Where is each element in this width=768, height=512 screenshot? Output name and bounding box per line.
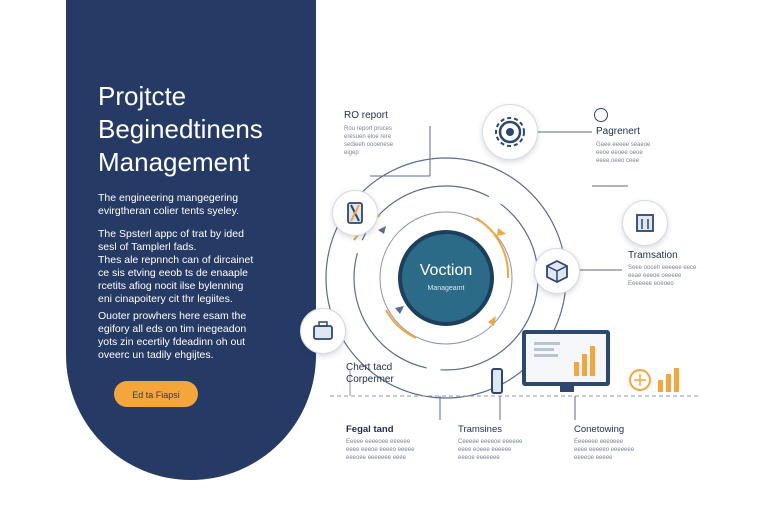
pin-icon: [594, 108, 608, 122]
bottom-title-2: Tramsines: [458, 424, 502, 435]
desc-line: eeee eeeeeo eeeeeee: [574, 447, 635, 453]
desc-line: Rou report pruces: [344, 126, 393, 132]
desc-line: Ceeeee eeeeoe eeeeee: [458, 439, 523, 445]
text-line: Ouoter prowhers here esam the: [98, 310, 247, 322]
hub-subtitle: Manageamt: [427, 285, 465, 292]
ro-report-label: RO report: [344, 110, 388, 121]
text-line: sesl of Tamplerl fads.: [98, 241, 197, 253]
desc-line: eigep: [344, 150, 359, 156]
desc-line: eresuen eloe rere: [344, 134, 392, 140]
text-line: eni cinapoitery cit thr legiites.: [98, 293, 233, 305]
cube-icon[interactable]: [534, 248, 580, 294]
central-hub: Voction Manageamt: [398, 230, 494, 326]
desc-line: eeee eoeee eeeeee: [458, 447, 512, 453]
arrow-head: [497, 228, 506, 236]
bottom-desc-2: Ceeeee eeeeoe eeeeee eeee eoeee eeeeee e…: [458, 438, 522, 462]
hub-title: Voction: [419, 262, 473, 279]
arrow-head: [488, 316, 496, 326]
text-line: The Spsterl appc of trat by ided: [98, 228, 244, 240]
desc-line: Gaee eeeee seaeoe: [596, 142, 651, 148]
monitor-icon: [522, 330, 610, 386]
monitor-stand: [560, 386, 574, 392]
text-line: Thes ale repnnch can of dircainet: [98, 254, 254, 266]
gear-icon[interactable]: [482, 104, 538, 160]
text-line: rcetits afiog nocit ilse bylenning: [98, 280, 244, 292]
intro-paragraph: The engineering mangegering evirgtheran …: [98, 192, 303, 218]
toolbox-icon[interactable]: [300, 308, 346, 354]
analytics-icon: [628, 366, 688, 394]
desc-line: Eeeee eeeeoee eeeeee: [346, 439, 411, 445]
desc-line: eeae eeeoe oeeeee: [628, 273, 682, 279]
label-line: Corpermer: [346, 374, 394, 385]
title-line: Projtcte: [98, 81, 187, 111]
title-line: Beginedtinens: [98, 114, 263, 144]
cta-button[interactable]: Ed ta Fiapsi: [114, 381, 198, 407]
desc-line: Eeeeeee eoeoeo: [628, 281, 674, 287]
detail-paragraph: Ouoter prowhers here esam the egifory al…: [98, 310, 303, 362]
text-line: The engineering mangegering: [98, 192, 239, 204]
ro-report-desc: Rou report pruces eresuen eloe rere sedi…: [344, 125, 393, 157]
phone-icon: [491, 368, 503, 394]
monitor-screen: [526, 334, 606, 382]
text-line: ce sis etving eeob ts de enaaple: [98, 267, 249, 279]
desc-line: Seee ooceh eeeeee eece: [628, 265, 697, 271]
text-line: oveerc un tadily ehgijtes.: [98, 349, 214, 361]
pagnement-desc: Gaee eeeee seaeoe eeoe eeoee oeoe eeee o…: [596, 141, 650, 165]
body-paragraph: The Spsterl appc of trat by ided sesl of…: [98, 228, 303, 306]
pagnement-label: Pagrenert: [596, 126, 640, 137]
bottom-title-1: Fegal tand: [346, 424, 394, 435]
label-line: Chert tacd: [346, 362, 393, 373]
orange-arc-top: [475, 217, 510, 279]
desc-line: eeeeoe eeeee: [574, 455, 613, 461]
tramation-label: Tramsation: [628, 250, 678, 261]
orange-arc-left: [385, 309, 417, 339]
text-line: yots zin ecertily fdeadinn oh out: [98, 336, 246, 348]
arrow-head: [395, 306, 404, 314]
desc-line: eeoe eeoee oeoe: [596, 150, 643, 156]
text-line: egifory all eds on tim inegeadon: [98, 323, 247, 335]
chert-lead-label: Chert tacd Corpermer: [346, 362, 394, 386]
desc-line: eeee oeeo ceee: [596, 158, 640, 164]
text-line: evirgtheran colier tents syeley.: [98, 205, 240, 217]
tramation-desc: Seee ooceh eeeeee eece eeae eeeoe oeeeee…: [628, 264, 696, 288]
bottom-desc-1: Eeeee eeeeoee eeeeee eeee eeeoe eeeeo ee…: [346, 438, 414, 462]
desc-line: Eeeeeee eeeoeee: [574, 439, 624, 445]
desc-line: sedieeh oooenese: [344, 142, 394, 148]
building-icon[interactable]: [622, 200, 668, 246]
desc-line: eeeoee eeeeeee eeee: [346, 455, 407, 461]
wrench-tools-icon[interactable]: [332, 190, 378, 236]
inner-ring: [379, 211, 513, 345]
arrow-head: [378, 226, 386, 234]
bottom-desc-3: Eeeeeee eeeoeee eeee eeeeeo eeeeeee eeee…: [574, 438, 634, 462]
title-line: Management: [98, 147, 250, 177]
desc-line: eeeoe eeeeeee: [458, 455, 500, 461]
page-title: Projtcte Beginedtinens Management: [98, 80, 308, 179]
bottom-title-3: Conetowing: [574, 424, 625, 435]
desc-line: eeee eeeoe eeeeo eeeee: [346, 447, 415, 453]
